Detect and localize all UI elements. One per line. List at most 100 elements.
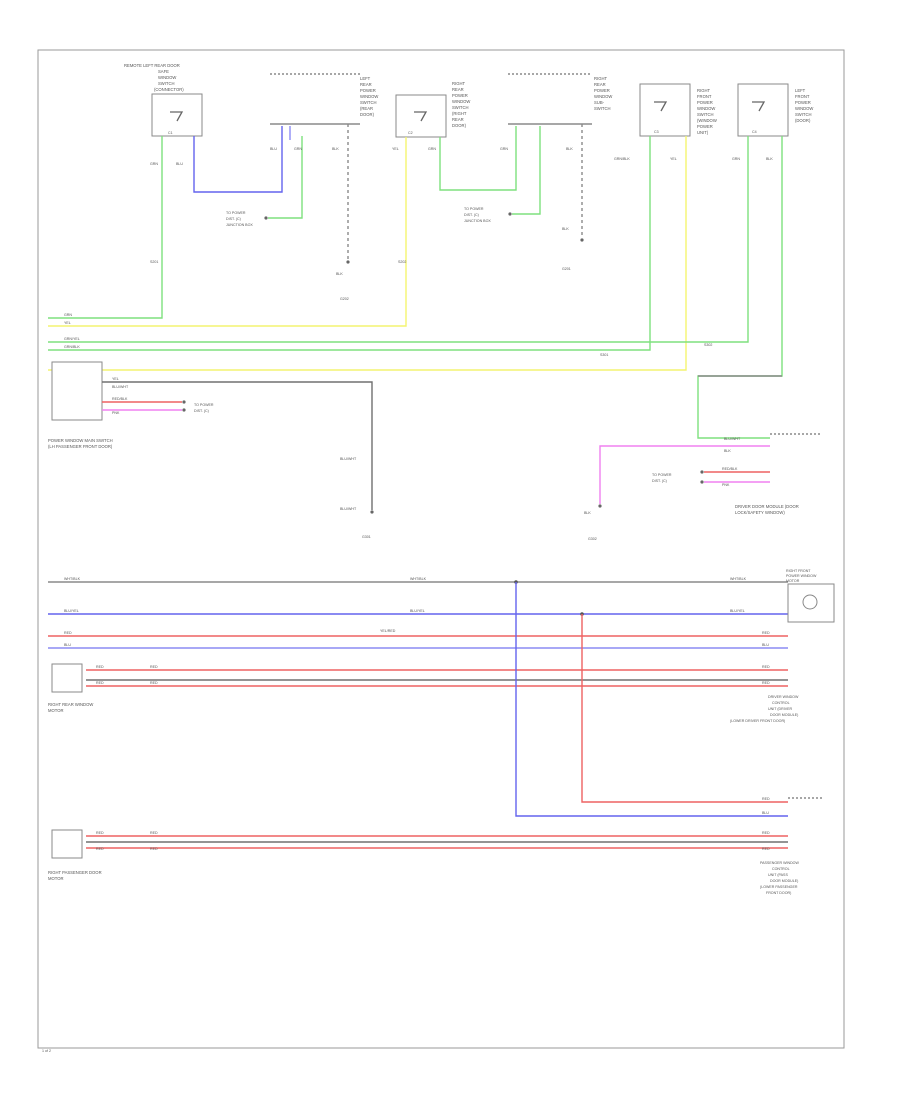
svg-text:WINDOW: WINDOW: [158, 75, 176, 80]
svg-text:RIGHT REAR WINDOW: RIGHT REAR WINDOW: [48, 702, 93, 707]
passenger-window-control-unit: PASSENGER WINDOW CONTROL UNIT (PASS DOOR…: [760, 797, 822, 895]
svg-text:(CONNECTOR): (CONNECTOR): [154, 87, 184, 92]
svg-text:REAR: REAR: [452, 87, 464, 92]
svg-text:BLU: BLU: [176, 162, 183, 166]
svg-text:DOOR MODULE): DOOR MODULE): [770, 713, 798, 717]
svg-text:RIGHT: RIGHT: [594, 76, 607, 81]
upper-wire-labels: GRN BLU BLU GRN BLK YEL GRN GRN BLK GRN/…: [64, 147, 773, 357]
svg-text:POWER: POWER: [697, 124, 713, 129]
svg-text:(WINDOW: (WINDOW: [697, 118, 717, 123]
svg-text:(LH PASSENGER FRONT DOOR): (LH PASSENGER FRONT DOOR): [48, 444, 113, 449]
svg-text:G201: G201: [562, 267, 571, 271]
svg-text:BLU/WHT: BLU/WHT: [340, 457, 357, 461]
diagram-frame: [37, 49, 845, 1049]
svg-text:SAFE: SAFE: [158, 69, 169, 74]
svg-text:GRN: GRN: [428, 147, 436, 151]
svg-text:BLU: BLU: [762, 643, 769, 647]
svg-text:GRN: GRN: [294, 147, 302, 151]
svg-text:FRONT DOOR): FRONT DOOR): [766, 891, 791, 895]
svg-text:POWER WINDOW: POWER WINDOW: [786, 574, 817, 578]
svg-text:RIGHT: RIGHT: [697, 88, 710, 93]
svg-text:S202: S202: [398, 260, 406, 264]
svg-text:PNK: PNK: [722, 483, 730, 487]
svg-text:RED: RED: [150, 847, 158, 851]
svg-text:RED: RED: [150, 831, 158, 835]
svg-text:JUNCTION BOX: JUNCTION BOX: [226, 223, 253, 227]
svg-text:CONTROL: CONTROL: [772, 701, 790, 705]
rf-power-window-switch: C3 RIGHT FRONT POWER WINDOW SWITCH (WIND…: [639, 83, 717, 137]
svg-text:RED: RED: [762, 681, 770, 685]
svg-text:WINDOW: WINDOW: [360, 94, 378, 99]
svg-text:DIST. (C): DIST. (C): [194, 409, 209, 413]
svg-text:C4: C4: [752, 130, 757, 134]
svg-text:MOTOR: MOTOR: [48, 708, 64, 713]
svg-text:POWER: POWER: [594, 88, 610, 93]
lr-power-window-switch: LEFT REAR POWER WINDOW SWITCH (REAR DOOR…: [270, 73, 378, 125]
rear-window-motor-driver: RIGHT REAR WINDOW MOTOR: [48, 663, 93, 713]
svg-text:BLK: BLK: [332, 147, 339, 151]
svg-text:RIGHT: RIGHT: [452, 81, 465, 86]
svg-text:FRONT: FRONT: [697, 94, 712, 99]
driver-door-module: BLU/WHT BLK RED/BLK PNK TO POWER DIST. (…: [584, 433, 822, 541]
svg-text:SWITCH: SWITCH: [158, 81, 175, 86]
svg-text:TO POWER: TO POWER: [226, 211, 246, 215]
svg-text:RED/BLK: RED/BLK: [112, 397, 128, 401]
svg-text:RED: RED: [96, 847, 104, 851]
svg-text:WHT/BLK: WHT/BLK: [64, 577, 81, 581]
svg-text:DIST. (C): DIST. (C): [652, 479, 667, 483]
svg-text:BLK: BLK: [566, 147, 573, 151]
svg-text:C2: C2: [408, 131, 413, 135]
svg-text:DRIVER DOOR MODULE (DOOR: DRIVER DOOR MODULE (DOOR: [735, 504, 799, 509]
svg-text:WINDOW: WINDOW: [795, 106, 813, 111]
rr-power-window-switch: C2 RIGHT REAR POWER WINDOW SWITCH (RIGHT…: [395, 81, 470, 138]
svg-text:RED: RED: [762, 797, 770, 801]
svg-text:YEL: YEL: [64, 321, 71, 325]
rr-sub-switch: RIGHT REAR POWER WINDOW SUB- SWITCH: [508, 73, 612, 125]
svg-text:RED: RED: [762, 847, 770, 851]
svg-text:BLK: BLK: [562, 227, 569, 231]
passenger-main-switch: POWER WINDOW MAIN SWITCH (LH PASSENGER F…: [48, 361, 374, 539]
svg-text:REMOTE LEFT REAR DOOR: REMOTE LEFT REAR DOOR: [124, 63, 180, 68]
svg-text:REAR: REAR: [594, 82, 606, 87]
svg-text:LEFT: LEFT: [360, 76, 371, 81]
svg-text:WINDOW: WINDOW: [697, 106, 715, 111]
svg-text:C3: C3: [654, 130, 659, 134]
svg-text:RED: RED: [96, 665, 104, 669]
svg-text:RED: RED: [64, 631, 72, 635]
lower-wiring: [48, 580, 788, 849]
svg-text:GRN/BLK: GRN/BLK: [614, 157, 630, 161]
svg-text:BLU/YEL: BLU/YEL: [730, 609, 745, 613]
svg-text:SWITCH: SWITCH: [795, 112, 812, 117]
svg-text:GRN: GRN: [732, 157, 740, 161]
svg-text:PNK: PNK: [112, 411, 120, 415]
svg-text:POWER: POWER: [795, 100, 811, 105]
svg-text:YEL/RED: YEL/RED: [380, 629, 396, 633]
svg-text:GRN: GRN: [64, 313, 72, 317]
svg-text:RED: RED: [762, 831, 770, 835]
svg-text:C1: C1: [168, 131, 173, 135]
svg-text:MOTOR: MOTOR: [48, 876, 64, 881]
svg-text:G301: G301: [362, 535, 371, 539]
svg-text:BLU/YEL: BLU/YEL: [64, 609, 79, 613]
svg-text:BLU: BLU: [64, 643, 71, 647]
svg-text:S302: S302: [704, 343, 712, 347]
svg-text:WHT/BLK: WHT/BLK: [730, 577, 747, 581]
svg-text:BLU/WHT: BLU/WHT: [112, 385, 129, 389]
svg-text:YEL: YEL: [392, 147, 399, 151]
svg-text:SWITCH: SWITCH: [697, 112, 714, 117]
svg-text:RED: RED: [762, 631, 770, 635]
svg-text:WINDOW: WINDOW: [594, 94, 612, 99]
svg-text:(LOWER PASSENGER: (LOWER PASSENGER: [760, 885, 798, 889]
driver-window-control-unit: DRIVER WINDOW CONTROL UNIT (DRIVER DOOR …: [730, 695, 799, 723]
svg-text:BLU: BLU: [762, 811, 769, 815]
svg-text:UNIT (DRIVER: UNIT (DRIVER: [768, 707, 792, 711]
svg-text:SWITCH: SWITCH: [360, 100, 377, 105]
svg-text:YEL: YEL: [112, 377, 119, 381]
svg-text:GRN: GRN: [500, 147, 508, 151]
svg-text:FRONT: FRONT: [795, 94, 810, 99]
svg-text:UNIT): UNIT): [697, 130, 709, 135]
svg-text:DOOR MODULE): DOOR MODULE): [770, 879, 798, 883]
svg-text:GRN: GRN: [150, 162, 158, 166]
rl-safe-window-switch: C1 REMOTE LEFT REAR DOOR SAFE WINDOW SWI…: [124, 63, 203, 137]
